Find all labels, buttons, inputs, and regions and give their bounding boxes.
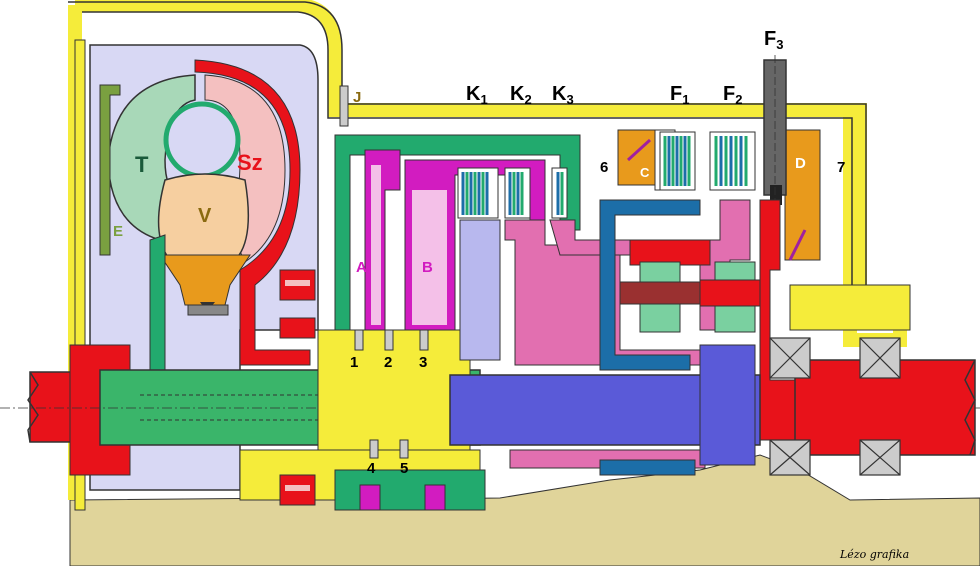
label-brake-b: B [422, 259, 433, 276]
stator-v [157, 173, 250, 261]
brake-a-lower [359, 484, 381, 511]
label-port-4: 4 [367, 460, 376, 477]
piston-housing [334, 134, 581, 331]
planet-carrier [629, 239, 711, 266]
blue-drum-lower [599, 459, 696, 476]
band-d [784, 129, 821, 261]
piston-housing-lower [334, 469, 486, 511]
label-turbine: T [135, 152, 149, 177]
label-port-1: 1 [350, 354, 358, 371]
label-band-c: C [640, 165, 650, 180]
brake-b-lower [424, 484, 446, 511]
turbine-link [149, 234, 166, 381]
label-valve: J [353, 89, 361, 106]
seal-rings [279, 269, 316, 506]
brake-a-inner [371, 165, 381, 325]
label-f1: F1 [670, 83, 689, 107]
stator-base [187, 304, 229, 316]
blue-drum [599, 199, 701, 371]
port-tubes [339, 85, 429, 459]
freewheel-e [99, 84, 121, 256]
output-shaft-break [964, 359, 976, 456]
label-port-3: 3 [419, 354, 427, 371]
band-c-spring [626, 138, 652, 162]
clutch-packs [457, 167, 568, 219]
housing-right-block [789, 284, 911, 331]
label-band-d: D [795, 155, 806, 172]
label-k3: K3 [552, 83, 574, 107]
input-shaft-break [27, 371, 39, 443]
brake-a [364, 149, 401, 331]
brake-plates [659, 131, 756, 191]
housing-left-wall [74, 39, 86, 511]
planet-pin-red [699, 279, 771, 307]
label-seal-6: 6 [600, 159, 608, 176]
label-k1: K1 [466, 83, 488, 107]
band-c [617, 129, 659, 186]
brake-b-inner [412, 190, 447, 325]
k1-hub [459, 219, 501, 361]
signature: Lézo grafika [839, 548, 909, 561]
valve-body [317, 329, 471, 471]
turbine-hub [163, 101, 241, 179]
bearings [769, 337, 901, 476]
label-stator: V [198, 205, 212, 227]
label-f2: F2 [723, 83, 742, 107]
housing-outline [68, 1, 867, 300]
label-f3: F3 [764, 28, 783, 52]
label-k2: K2 [510, 83, 532, 107]
pump-shell [194, 59, 311, 366]
label-port-2: 2 [384, 354, 392, 371]
band-d-spring [788, 229, 807, 261]
label-brake-a: A [356, 259, 367, 276]
label-freewheel: E [113, 223, 123, 240]
label-pump: Sz [237, 150, 263, 175]
label-port-5: 5 [400, 460, 408, 477]
main-shaft-hub [699, 344, 756, 466]
label-seal-7: 7 [837, 159, 845, 176]
